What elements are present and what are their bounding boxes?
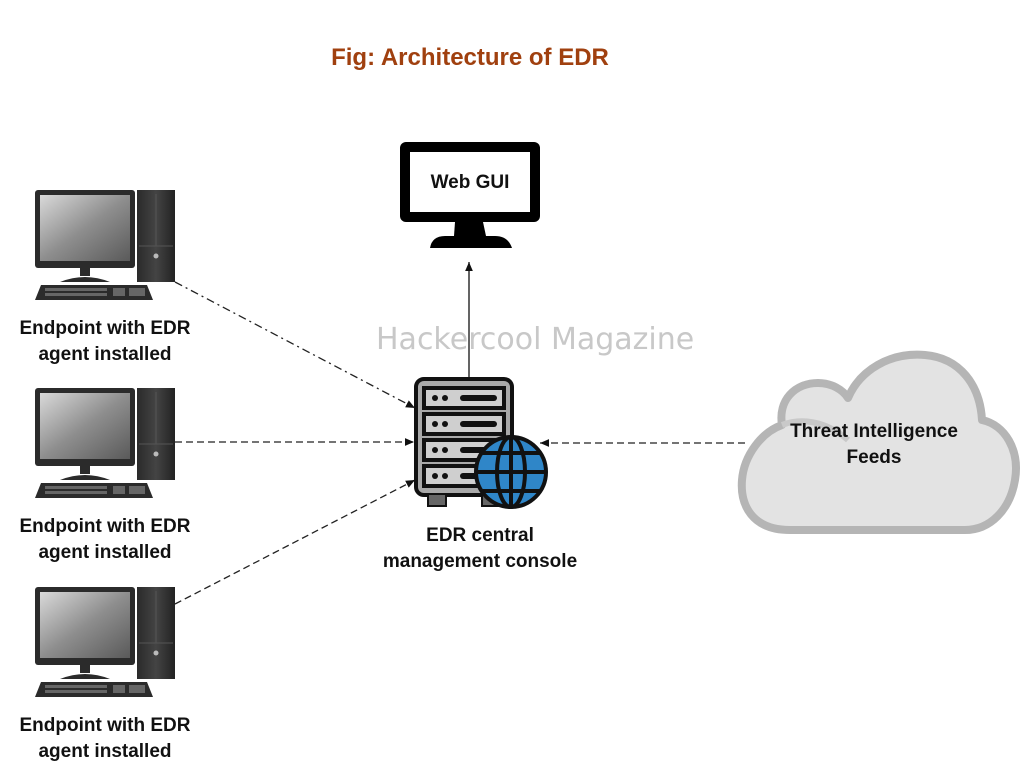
watermark-text: Hackercool Magazine: [376, 322, 695, 357]
console-label-line1: EDR central: [426, 525, 534, 546]
connection-endpoint-3-console: [174, 479, 416, 605]
diagram-title: Fig: Architecture of EDR: [331, 44, 609, 71]
endpoint-label-line2: agent installed: [38, 344, 172, 365]
desktop-computer-icon: [34, 586, 176, 698]
endpoint-label: Endpoint with EDR agent installed: [0, 713, 210, 765]
endpoint-label: Endpoint with EDR agent installed: [0, 316, 210, 368]
monitor-icon: [400, 142, 540, 248]
endpoint-label-line1: Endpoint with EDR: [19, 318, 191, 339]
threat-feeds-label-line2: Feeds: [846, 447, 902, 468]
endpoint-label-line2: agent installed: [38, 741, 172, 762]
endpoint-label: Endpoint with EDR agent installed: [0, 514, 210, 566]
server-globe-icon: [414, 377, 548, 509]
console-label-line2: management console: [382, 551, 578, 572]
endpoint-label-line1: Endpoint with EDR: [19, 715, 191, 736]
console-label: EDR central management console: [340, 523, 620, 575]
endpoint-label-line2: agent installed: [38, 542, 172, 563]
threat-feeds-label-line1: Threat Intelligence: [790, 421, 958, 442]
desktop-computer-icon: [34, 189, 176, 301]
endpoint-label-line1: Endpoint with EDR: [19, 516, 191, 537]
cloud-icon: [737, 350, 1020, 534]
desktop-computer-icon: [34, 387, 176, 499]
web-gui-label: Web GUI: [430, 172, 510, 193]
threat-feeds-label: Threat Intelligence Feeds: [756, 419, 992, 471]
